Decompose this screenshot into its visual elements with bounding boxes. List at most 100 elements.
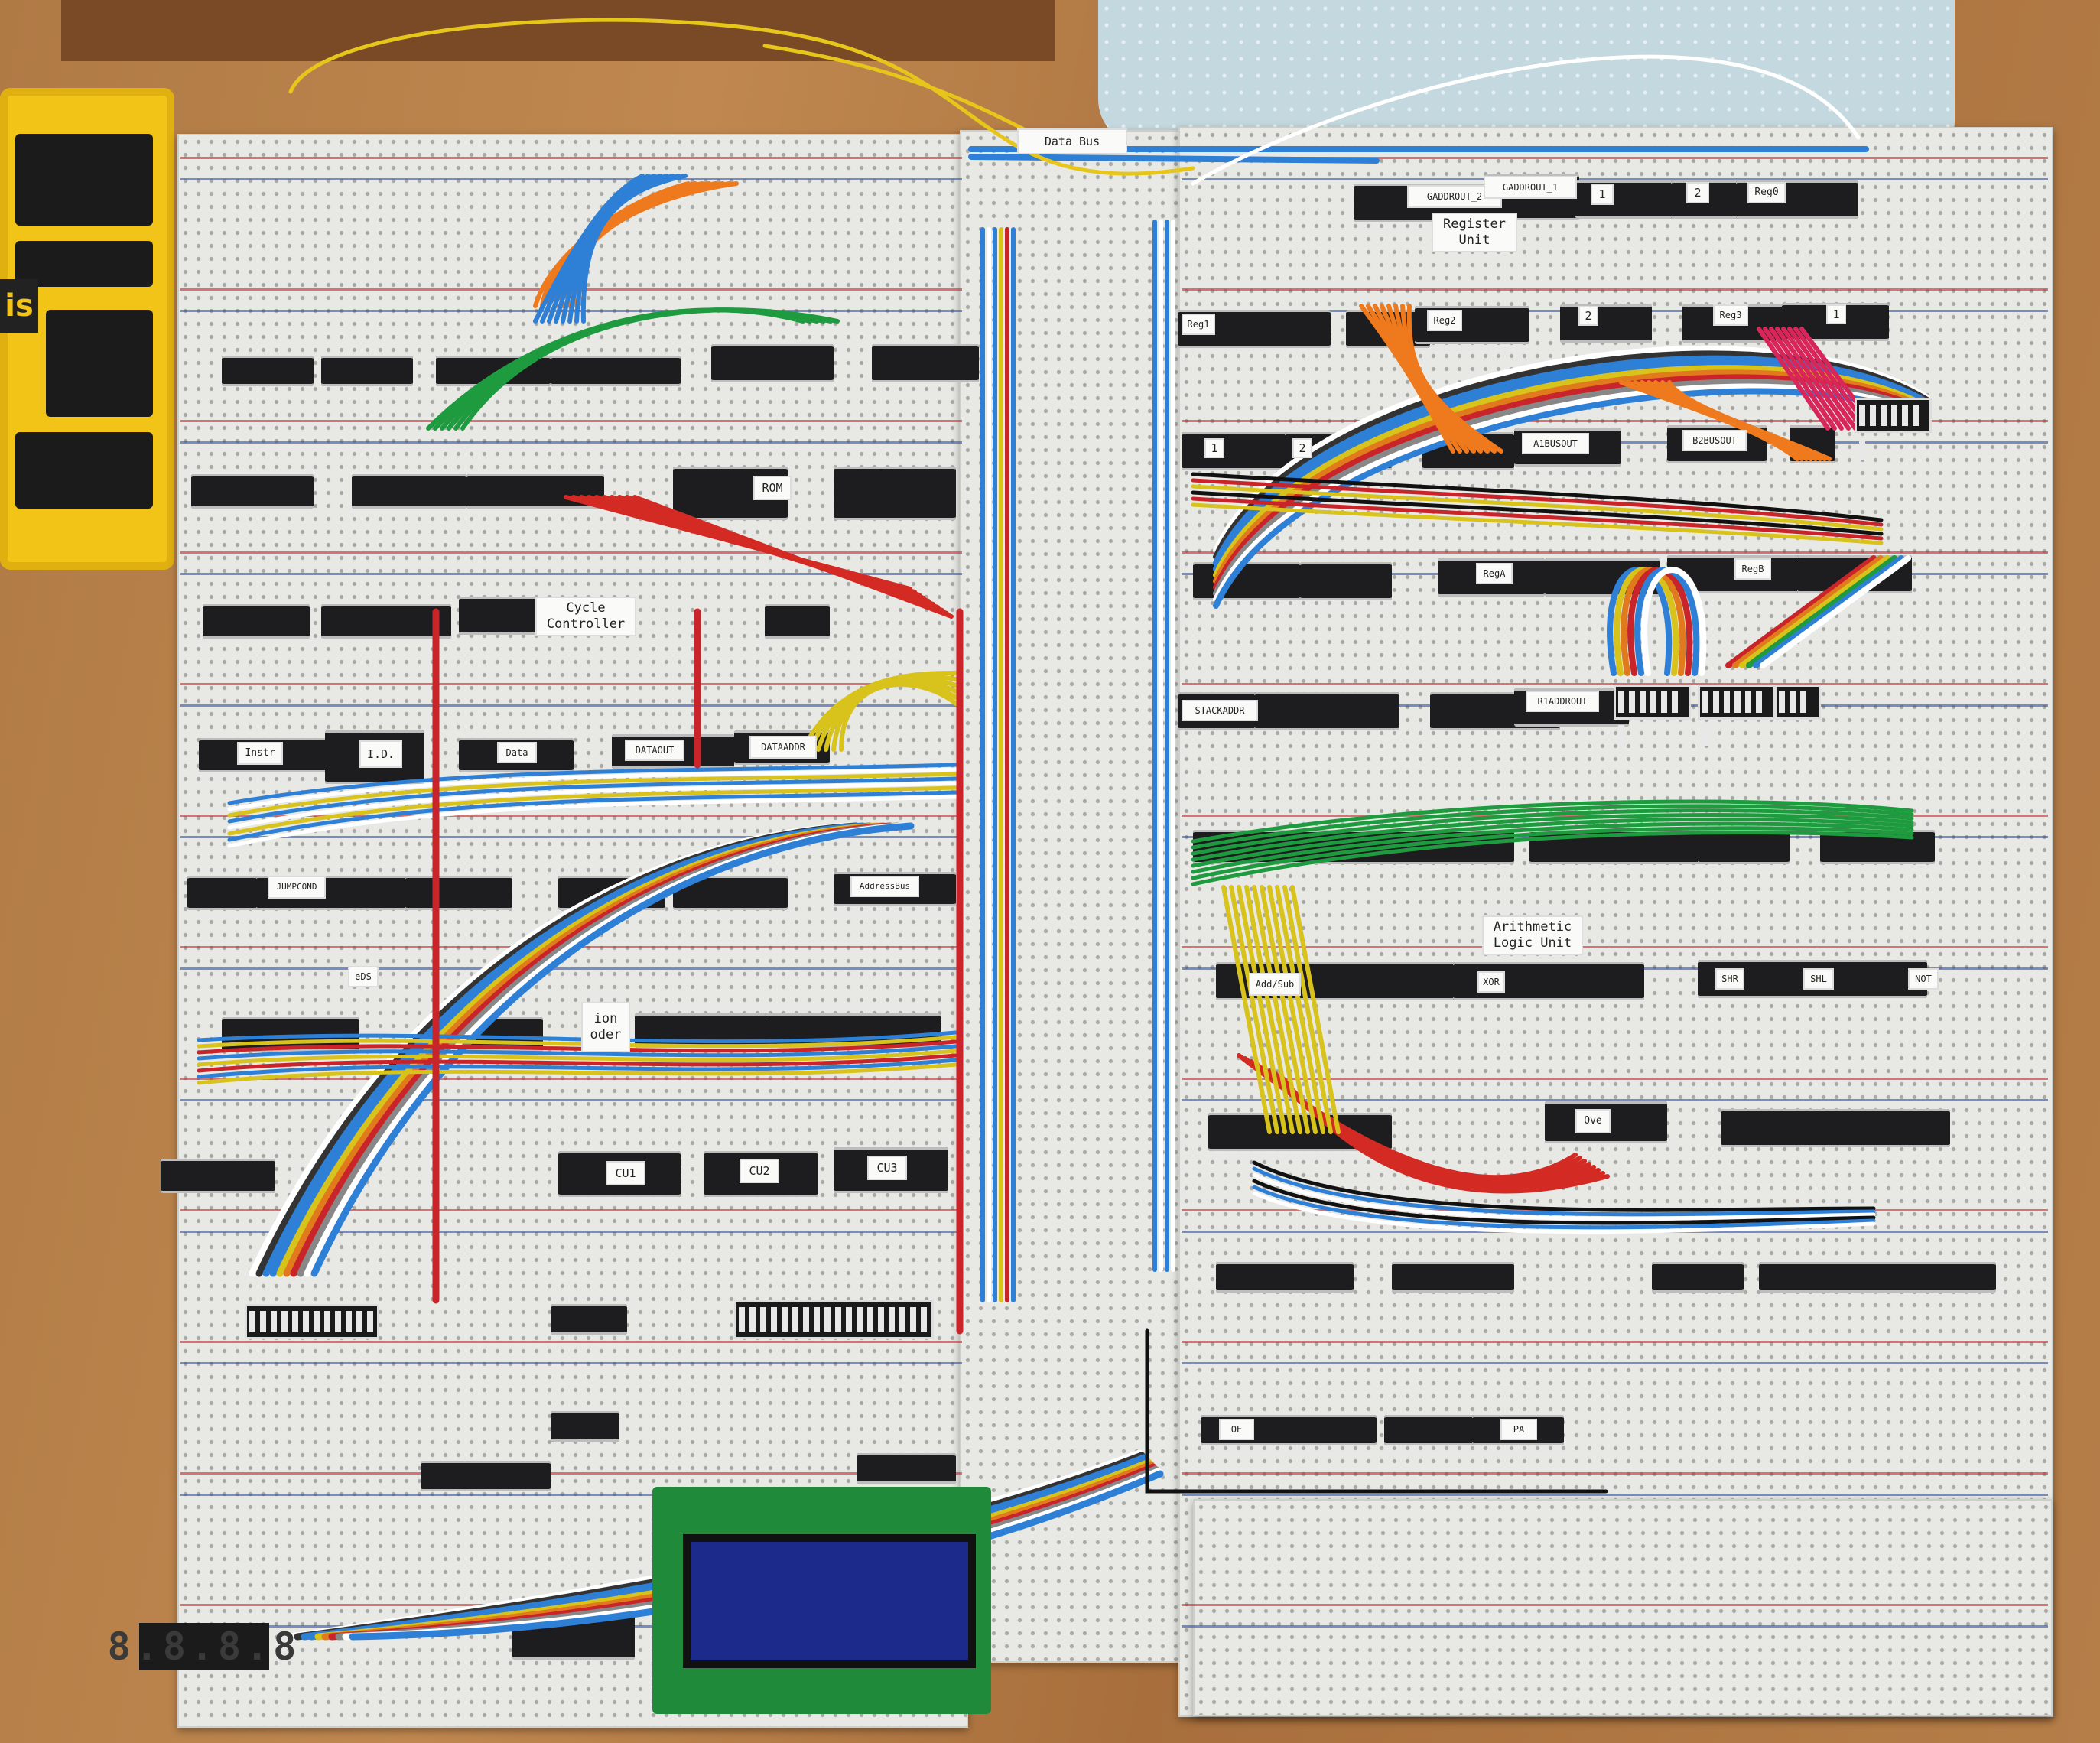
jumper-wire [1191, 502, 1884, 545]
jumper-wire [1781, 327, 1858, 431]
ic-chip [321, 356, 413, 386]
jumper-wire [227, 781, 958, 830]
label-alu: Arithmetic Logic Unit [1482, 915, 1583, 955]
jumper-wire [426, 307, 805, 431]
toolbox-brand-logo: is [0, 279, 38, 333]
led-bar-graph [1698, 685, 1775, 746]
jumper-wire [197, 1044, 958, 1061]
seven-segment-display: 8.8.8.8 [108, 1623, 296, 1670]
jumper-wire [1260, 885, 1310, 1134]
power-rail [180, 704, 962, 707]
jumper-wire [1406, 304, 1503, 454]
jumper-wire [547, 174, 657, 324]
jumper-wire [440, 307, 819, 431]
jumper-wire [1775, 327, 1851, 431]
seven-segment-digits: 8.8.8.8 [107, 1624, 301, 1669]
label-r1addrout: R1ADDROUT [1526, 691, 1599, 712]
jumper-wire [227, 785, 958, 836]
power-rail [1182, 946, 2048, 948]
jumper-wire [573, 181, 739, 308]
jumper-wire [197, 1035, 958, 1049]
ribbon-cable [1213, 355, 1930, 566]
power-rail [1182, 1625, 2048, 1628]
power-rail [1182, 157, 2048, 159]
label-reg3: Reg3 [1713, 304, 1748, 326]
power-rail [180, 1494, 962, 1496]
label-bus-nibble-1: 1 [1204, 438, 1224, 458]
jumper-wire [1252, 1179, 1876, 1225]
power-rail [180, 1099, 962, 1101]
jumper-wire [580, 174, 688, 324]
ic-chip [551, 356, 681, 386]
power-rail [1182, 288, 2048, 291]
power-rail [1182, 178, 2048, 180]
jumper-wire [1252, 1172, 1876, 1221]
label-address-bus: AddressBus [850, 876, 919, 897]
ic-chip [203, 604, 310, 639]
ic-chip [161, 1159, 275, 1193]
bottom-right-breadboard [1193, 1499, 2053, 1716]
jumper-wire [1667, 380, 1832, 461]
ribbon-cable [1753, 555, 1904, 668]
jumper-wire [1191, 490, 1884, 536]
ic-chip [1392, 1262, 1514, 1293]
jumper-wire [1191, 826, 1914, 880]
ic-chip [222, 356, 314, 386]
label-jumpcond: JUMPCOND [268, 876, 326, 899]
ic-chip [1560, 304, 1652, 343]
label-reg3-nibble: 1 [1826, 304, 1846, 324]
power-rail [1182, 1604, 2048, 1606]
jumper-wire [762, 44, 1058, 148]
jumper-wire [227, 795, 958, 848]
label-rega: RegA [1476, 563, 1513, 584]
cloth [1098, 0, 1955, 145]
label-data-bus: Data Bus [1017, 128, 1127, 154]
ic-chip [1216, 1262, 1354, 1293]
ic-chip [321, 604, 451, 639]
wooden-shelf [61, 0, 1055, 61]
label-stackaddr: STACKADDR [1182, 700, 1258, 721]
lcd-screen [683, 1534, 976, 1668]
ic-chip [1698, 830, 1790, 864]
led-bar-graph [1774, 685, 1821, 720]
jumper-wire [1191, 830, 1914, 886]
jumper-wire [1191, 804, 1914, 850]
lcd-module [652, 1487, 991, 1714]
led-bar-graph [734, 1300, 934, 1339]
label-b2busout: B2BUSOUT [1682, 430, 1747, 451]
jumper-wire [197, 1058, 958, 1079]
power-rail [180, 551, 962, 554]
label-add-sub: Add/Sub [1249, 973, 1301, 996]
jumper-wire [197, 1062, 958, 1085]
label-eds: eDS [348, 966, 379, 987]
ic-chip [551, 1304, 627, 1335]
label-reg1: Reg1 [1182, 314, 1215, 335]
jumper-wire [227, 763, 958, 805]
ic-chip [421, 1461, 551, 1491]
jumper-wire [1282, 885, 1333, 1134]
ic-chip [872, 344, 979, 382]
jumper-wire [1191, 54, 1861, 186]
ribbon-cable [1213, 350, 1930, 560]
jumper-wire [1191, 813, 1914, 862]
jumper-wire [1252, 1191, 1876, 1234]
label-gaddrout-1: GADDROUT_1 [1484, 176, 1577, 199]
jumper-wire [1191, 808, 1914, 856]
ic-chip [765, 604, 830, 639]
label-rom: ROM [753, 476, 792, 500]
power-rail [180, 157, 962, 159]
label-cu1: CU1 [606, 1161, 645, 1185]
label-regb: RegB [1734, 558, 1771, 580]
power-rail [180, 178, 962, 180]
label-instruction-decoder: ion oder [581, 1002, 630, 1052]
jumper-wire [1244, 885, 1295, 1134]
power-rail [1182, 1472, 2048, 1475]
ic-chip [1193, 562, 1300, 600]
jumper-wire [1290, 885, 1341, 1134]
label-a1busout: A1BUSOUT [1522, 433, 1589, 454]
power-rail [180, 1231, 962, 1233]
jumper-wire [197, 1053, 958, 1073]
ic-chip [834, 467, 956, 520]
jumper-wire [1252, 1160, 1876, 1212]
